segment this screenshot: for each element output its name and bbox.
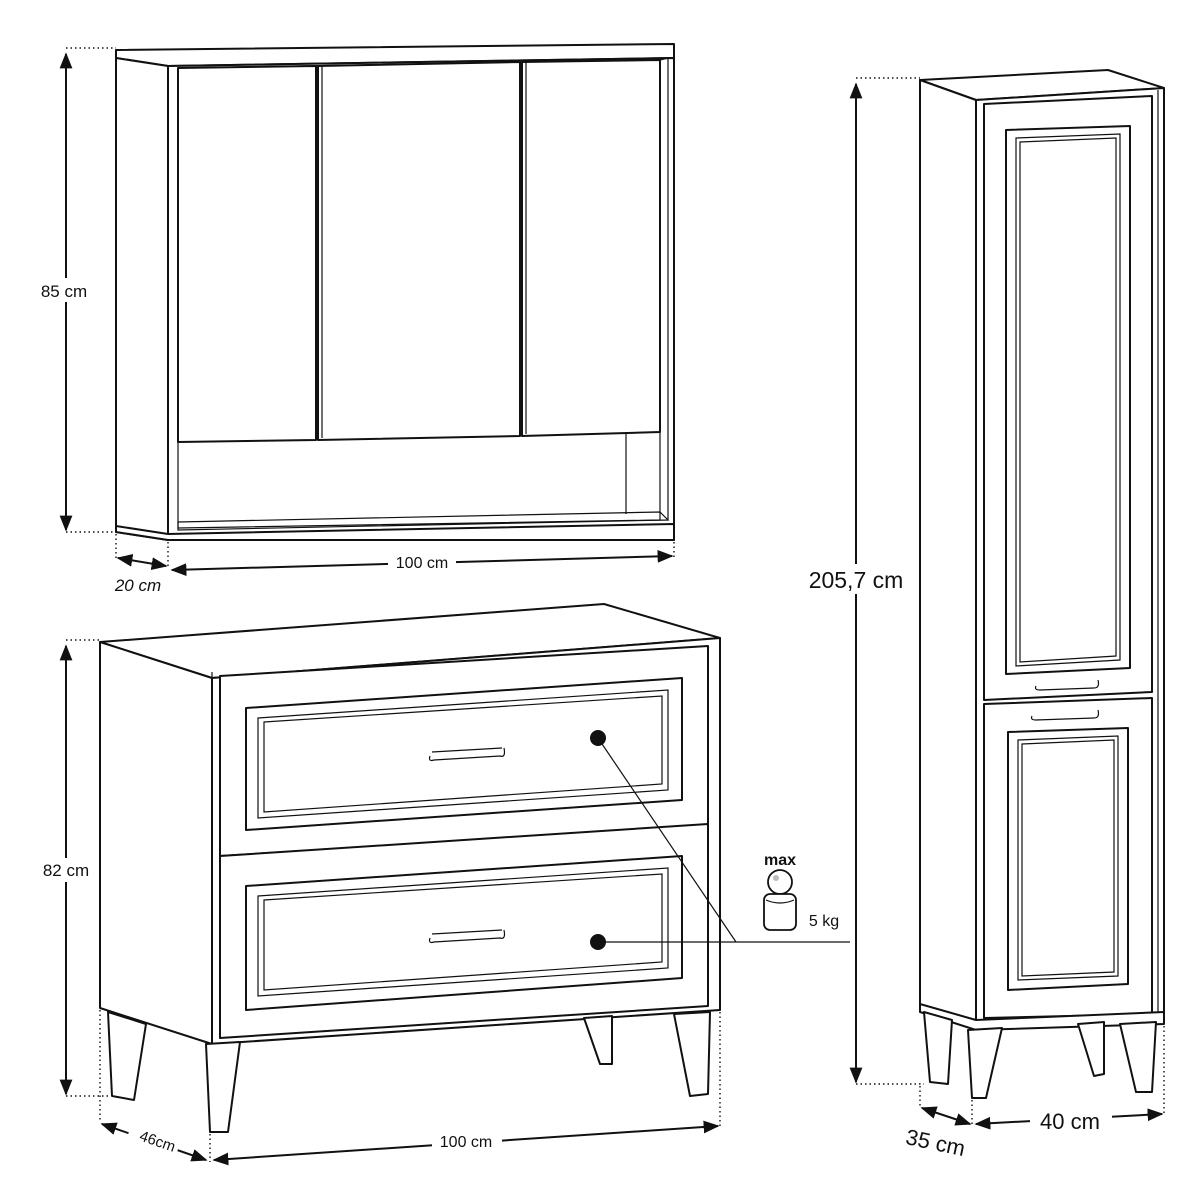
weight-icon bbox=[763, 869, 797, 931]
dresser-height-label: 82 cm bbox=[43, 861, 89, 880]
wall-cabinet-height-label: 85 cm bbox=[41, 282, 87, 301]
tall-cabinet-lower-door bbox=[983, 697, 1153, 1019]
wall-cabinet-doors bbox=[177, 59, 661, 443]
dresser-bottom-drawer bbox=[219, 823, 709, 1039]
tall-cabinet-width-label: 40 cm bbox=[1040, 1109, 1100, 1134]
tall-cabinet-upper-door bbox=[983, 95, 1153, 701]
drawer-load-callout: max 5 kg bbox=[590, 730, 850, 950]
tall-cabinet-depth-label: 35 cm bbox=[904, 1124, 968, 1161]
dresser: 82 cm 46cm 100 cm bbox=[34, 603, 721, 1166]
tall-cabinet-legs bbox=[923, 1011, 1157, 1099]
max-load-weight-label: 5 kg bbox=[809, 913, 839, 930]
dresser-top-drawer bbox=[219, 645, 709, 857]
wall-cabinet: 85 cm 20 cm 100 cm bbox=[32, 43, 675, 595]
dresser-width-label: 100 cm bbox=[440, 1134, 492, 1151]
dresser-legs bbox=[107, 1011, 711, 1133]
wall-cabinet-width-label: 100 cm bbox=[396, 555, 448, 572]
tall-cabinet: 205,7 cm 35 cm 40 cm bbox=[800, 69, 1165, 1161]
tall-cabinet-height-label: 205,7 cm bbox=[809, 567, 904, 593]
max-load-label: max bbox=[764, 852, 796, 869]
wall-cabinet-depth-label: 20 cm bbox=[114, 576, 161, 595]
